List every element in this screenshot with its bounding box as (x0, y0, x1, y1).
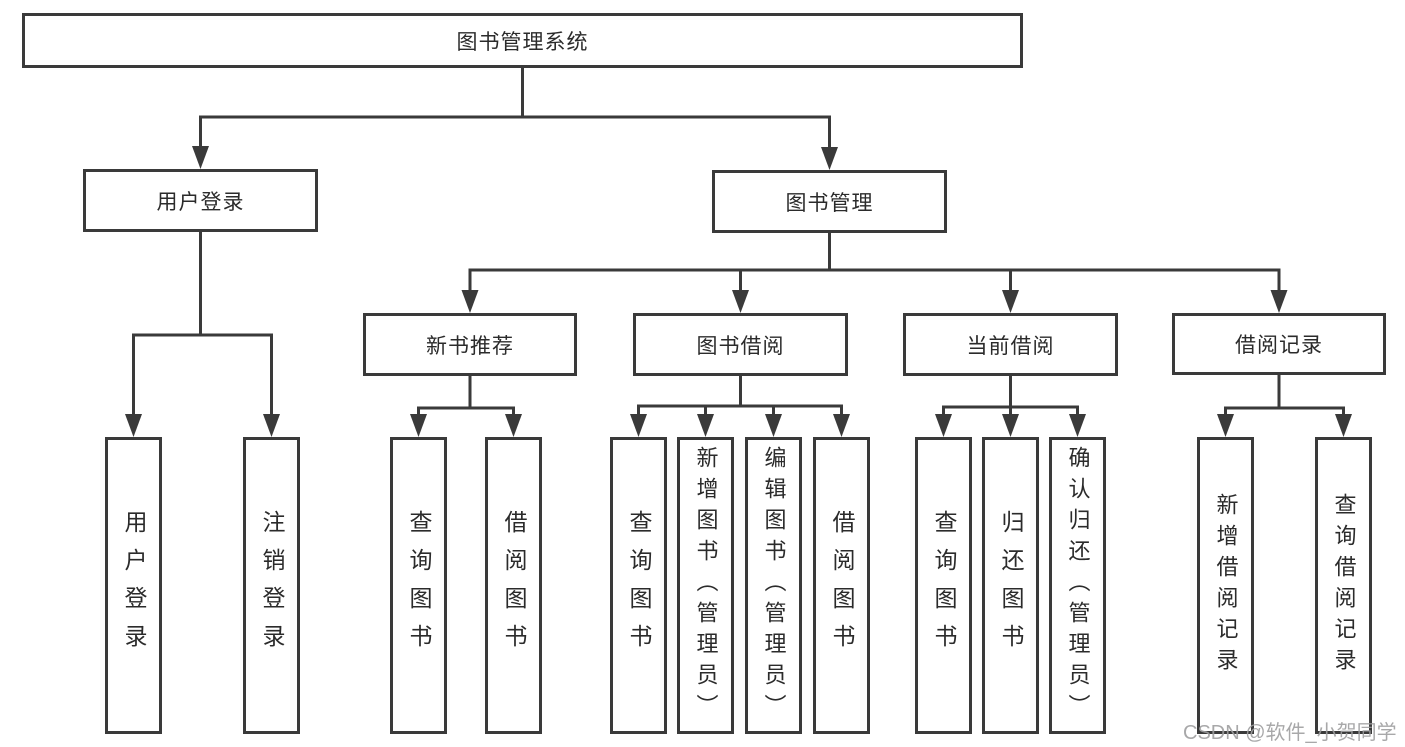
connector-user-login-to-leaves (125, 230, 280, 437)
leaf-user-login: 用户登录 (105, 437, 162, 734)
connector-new-book-recommend-to-leaves (410, 374, 522, 437)
leaf-current-confirm-return-label: 确认归还（管理员） (1065, 446, 1091, 725)
csdn-watermark: CSDN @软件_小贺同学 (1183, 722, 1397, 744)
node-borrow-records: 借阅记录 (1172, 313, 1386, 375)
connector-book-management-to-level2 (461, 231, 1288, 313)
leaf-records-add-record-label: 新增借阅记录 (1213, 492, 1239, 679)
node-root: 图书管理系统 (22, 13, 1023, 68)
leaf-borrow-query-books-label: 查询图书 (626, 509, 652, 662)
leaf-user-login-label: 用户登录 (121, 509, 147, 662)
leaf-borrow-query-books: 查询图书 (610, 437, 667, 734)
node-book-borrow-label: 图书借阅 (696, 334, 785, 358)
node-user-login-group: 用户登录 (83, 169, 318, 232)
node-current-borrow: 当前借阅 (903, 313, 1118, 376)
leaf-borrow-edit-books: 编辑图书（管理员） (745, 437, 802, 734)
leaf-current-query-books: 查询图书 (915, 437, 972, 734)
node-root-label: 图书管理系统 (456, 30, 589, 54)
connector-borrow-records-to-leaves (1217, 373, 1352, 437)
node-new-book-recommend: 新书推荐 (363, 313, 577, 376)
leaf-logout-label: 注销登录 (259, 509, 285, 662)
leaf-recommend-borrow-books-label: 借阅图书 (501, 509, 527, 662)
leaf-recommend-borrow-books: 借阅图书 (485, 437, 542, 734)
connector-current-borrow-to-leaves (935, 374, 1086, 437)
leaf-borrow-edit-books-label: 编辑图书（管理员） (761, 446, 787, 725)
leaf-logout: 注销登录 (243, 437, 300, 734)
node-user-login-group-label: 用户登录 (156, 190, 245, 214)
leaf-current-confirm-return: 确认归还（管理员） (1049, 437, 1106, 734)
leaf-borrow-borrow-books: 借阅图书 (813, 437, 870, 734)
leaf-borrow-borrow-books-label: 借阅图书 (829, 509, 855, 662)
leaf-recommend-query-books: 查询图书 (390, 437, 447, 734)
node-borrow-records-label: 借阅记录 (1235, 334, 1323, 357)
connector-root-to-level1 (192, 66, 838, 170)
leaf-borrow-add-books-label: 新增图书（管理员） (693, 446, 719, 725)
node-current-borrow-label: 当前借阅 (966, 334, 1055, 358)
node-book-borrow: 图书借阅 (633, 313, 848, 376)
leaf-records-query-record-label: 查询借阅记录 (1331, 492, 1357, 679)
leaf-current-query-books-label: 查询图书 (931, 509, 957, 662)
leaf-borrow-add-books: 新增图书（管理员） (677, 437, 734, 734)
leaf-current-return-books-label: 归还图书 (998, 509, 1024, 662)
leaf-current-return-books: 归还图书 (982, 437, 1039, 734)
node-new-book-recommend-label: 新书推荐 (426, 334, 514, 358)
node-book-management-label: 图书管理 (785, 191, 874, 215)
leaf-recommend-query-books-label: 查询图书 (406, 509, 432, 662)
leaf-records-query-record: 查询借阅记录 (1315, 437, 1372, 734)
connector-book-borrow-to-leaves (630, 374, 850, 437)
leaf-records-add-record: 新增借阅记录 (1197, 437, 1254, 734)
node-book-management: 图书管理 (712, 170, 947, 233)
